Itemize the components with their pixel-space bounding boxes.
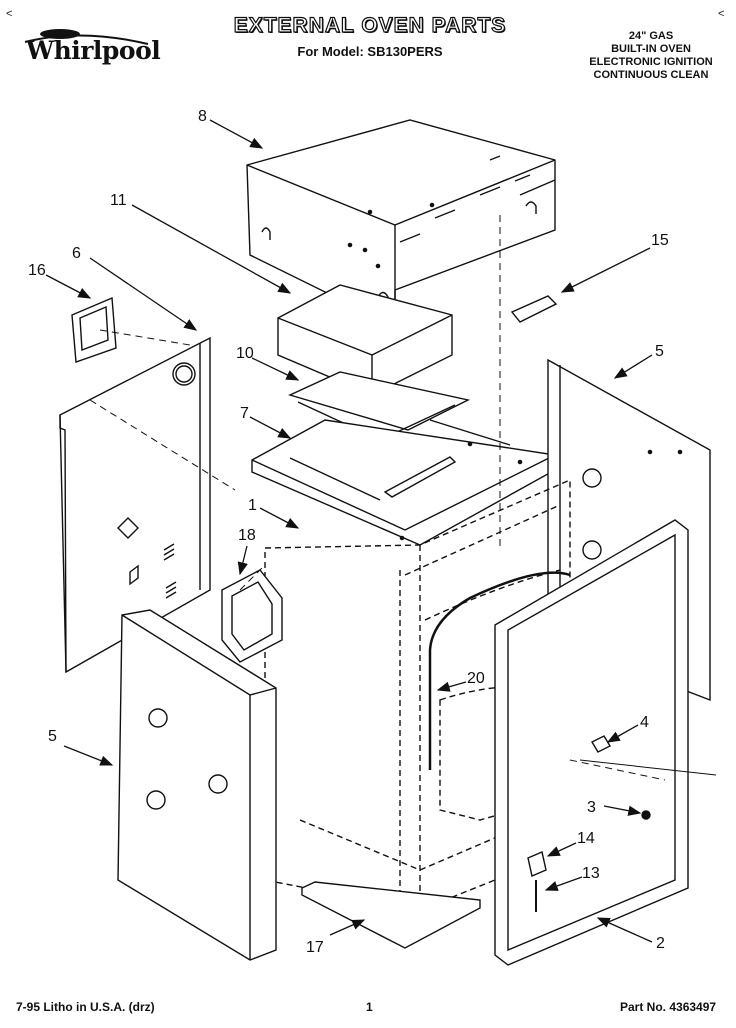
callout-label: 7 [240,405,249,422]
callout-label: 10 [236,345,254,362]
part-latch [527,851,547,877]
brand-name: Whirlpool [26,36,161,65]
footer-print-info: 7-95 Litho in U.S.A. (drz) [16,1000,155,1014]
callout-label: 13 [582,865,600,882]
part-hinge [591,735,611,753]
corner-mark-right: < [718,8,725,20]
callout-label: 5 [48,728,57,745]
spec-line: ELECTRONIC IGNITION [589,56,713,68]
brand-swoosh-icon [24,29,149,45]
corner-mark-left: < [6,8,13,20]
callout-label: 18 [238,527,256,544]
callout-label: 1 [248,497,257,514]
part-screw [641,810,651,820]
callout-label: 8 [198,108,207,125]
callout-label: 5 [655,343,664,360]
spec-line: BUILT-IN OVEN [611,43,691,55]
callout-label: 4 [640,714,649,731]
part-gasket [221,569,283,663]
footer-page-number: 1 [366,1000,373,1014]
part-bottom-rail [301,881,481,949]
callout-label: 2 [656,935,665,952]
callout-label: 6 [72,245,81,262]
spec-line: CONTINUOUS CLEAN [593,69,709,81]
part-top-plate [251,419,556,546]
callout-label: 14 [577,830,595,847]
part-left-side-panel [59,336,211,674]
part-clip [510,295,558,323]
model-line: For Model: SB130PERS [297,44,443,59]
part-tube [428,571,571,770]
callout-label: 17 [306,939,324,956]
footer-part-number: Part No. 4363497 [620,1000,717,1014]
page-title: EXTERNAL OVEN PARTS [233,13,507,37]
callout-label: 11 [110,192,127,209]
callout-label: 15 [651,232,669,249]
part-insulation [277,284,453,396]
callout-label: 16 [28,262,46,279]
callout-label: 3 [587,799,596,816]
part-bracket [71,296,117,363]
part-front-panel [117,609,277,961]
callout-label: 20 [467,670,485,687]
part-top-cover [246,119,556,321]
spec-line: 24" GAS [628,30,674,42]
brand-logo: Whirlpool [20,22,161,72]
